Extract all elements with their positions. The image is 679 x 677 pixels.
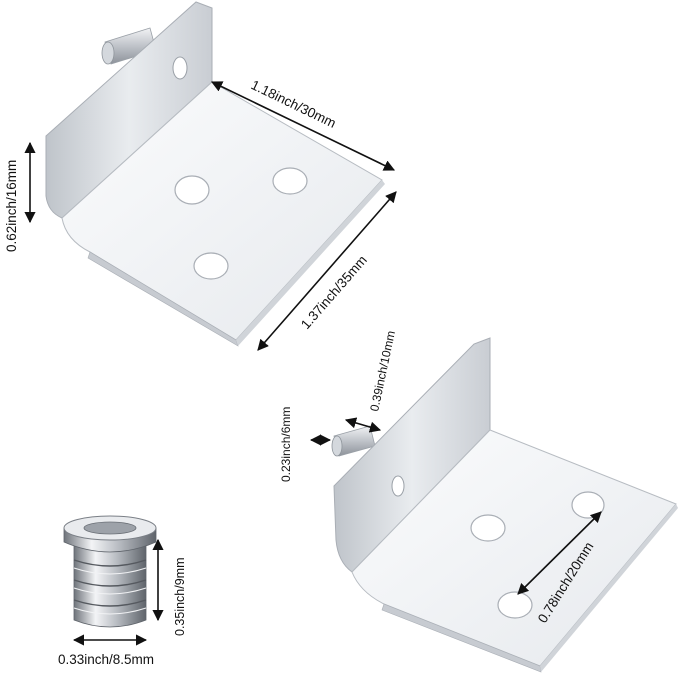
dimension-pin-length: 0.39inch/10mm [344,329,398,433]
small-bracket-pin [331,425,376,457]
large-bracket-wall [45,1,213,219]
dimension-label-sleeve-diameter: 0.33inch/8.5mm [58,652,154,667]
dimension-label-large-height: 0.62inch/16mm [4,160,19,252]
large-bracket-pin-hole [172,56,188,80]
dimension-pin-diameter: 0.23inch/6mm [279,407,332,482]
large-bracket-hole [193,252,229,280]
small-bracket-pin-hole [391,475,405,497]
dimension-large-height: 0.62inch/16mm [4,141,36,252]
dimension-sleeve-height: 0.35inch/9mm [152,538,187,636]
dimension-label-sleeve-height: 0.35inch/9mm [173,557,187,636]
small-bracket-hole [470,514,506,542]
small-bracket-hole [497,591,533,619]
small-bracket-wall [333,337,491,573]
large-bracket-pin [101,27,157,65]
sleeve-bushing [63,515,157,628]
large-bracket-hole [272,167,308,195]
dimension-label-pin-diameter: 0.23inch/6mm [279,407,293,482]
small-bracket [331,337,678,673]
dimension-sleeve-diameter: 0.33inch/8.5mm [58,634,154,667]
dimension-label-pin-length: 0.39inch/10mm [367,329,398,412]
large-bracket-hole [174,175,210,205]
